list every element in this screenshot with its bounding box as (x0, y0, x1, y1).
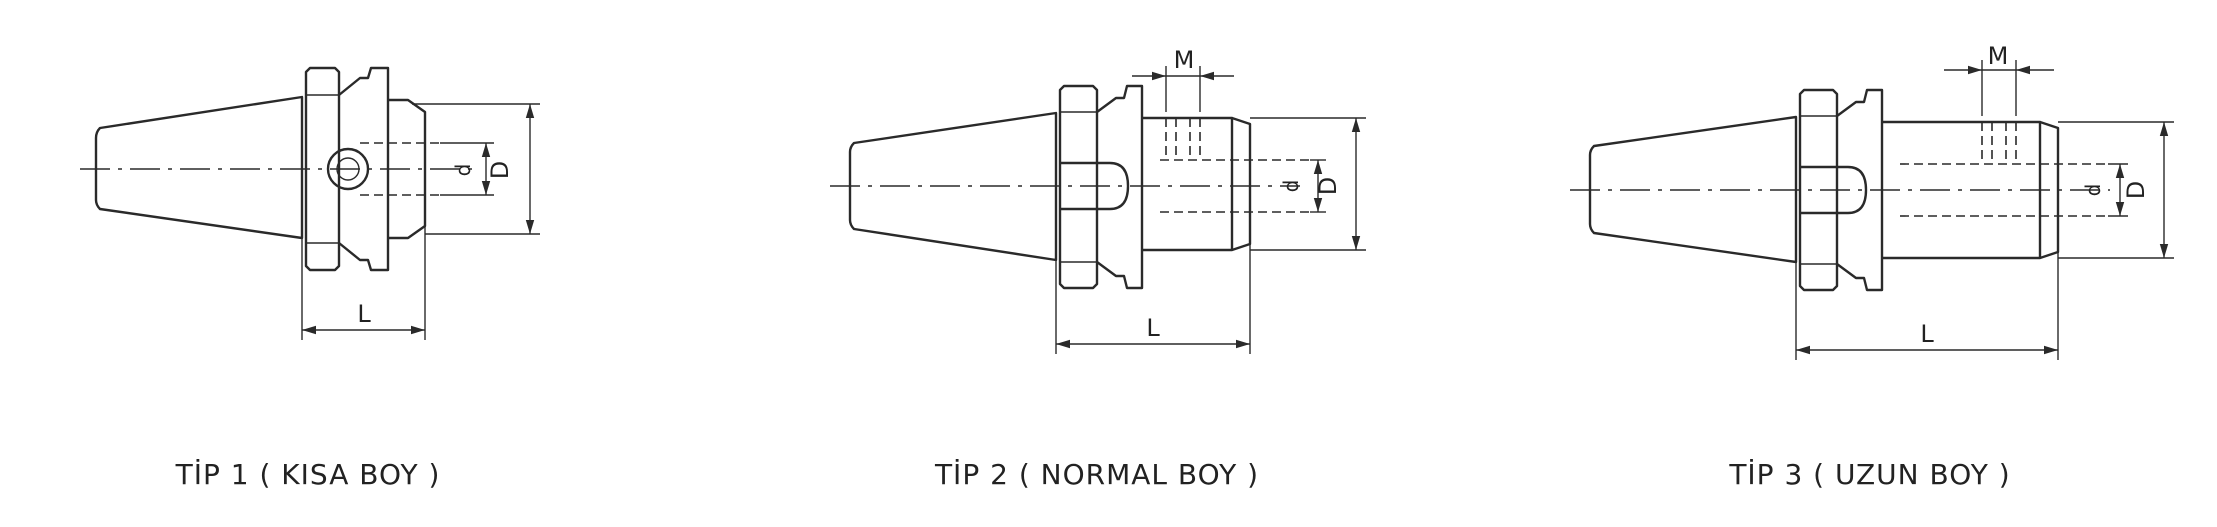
dimension-label-M: M (1174, 46, 1195, 74)
dimension-L: L (301, 226, 426, 340)
dimension-label-D: D (2122, 181, 2150, 199)
dimension-d: d (440, 142, 494, 196)
dimension-D: D (2058, 121, 2174, 259)
tool-holder-type-3 (1588, 88, 2108, 292)
figure-caption: TİP 1 ( KISA BOY ) (175, 458, 441, 491)
figure-caption: TİP 2 ( NORMAL BOY ) (934, 458, 1259, 491)
figure-type-1: D d L TİP 1 ( KISA BOY ) (80, 66, 540, 491)
dimension-label-M: M (1988, 42, 2009, 70)
dimension-D: D (1250, 117, 1366, 251)
dimension-M: M (1944, 42, 2054, 116)
dimension-d: d (1279, 159, 1326, 213)
dimension-d: d (2081, 163, 2128, 217)
tool-holder-type-2 (848, 84, 1310, 290)
dimension-label-d: d (1279, 180, 1303, 193)
dimension-L: L (1795, 252, 2059, 360)
dimension-L: L (1055, 244, 1251, 354)
figure-caption: TİP 3 ( UZUN BOY ) (1728, 458, 2010, 491)
dimension-label-L: L (1920, 320, 1934, 348)
dimension-label-L: L (1146, 314, 1160, 342)
dimension-M: M (1132, 46, 1234, 112)
figure-type-2: M D d L TİP 2 ( NORMAL BOY ) (830, 46, 1366, 491)
dimension-label-L: L (357, 300, 371, 328)
figure-type-3: M D d L TİP 3 ( UZUN BOY ) (1570, 42, 2174, 491)
dimension-label-d: d (451, 164, 475, 177)
dimension-label-D: D (486, 161, 514, 179)
dimension-label-d: d (2081, 184, 2105, 197)
dimension-D: D (412, 103, 540, 235)
